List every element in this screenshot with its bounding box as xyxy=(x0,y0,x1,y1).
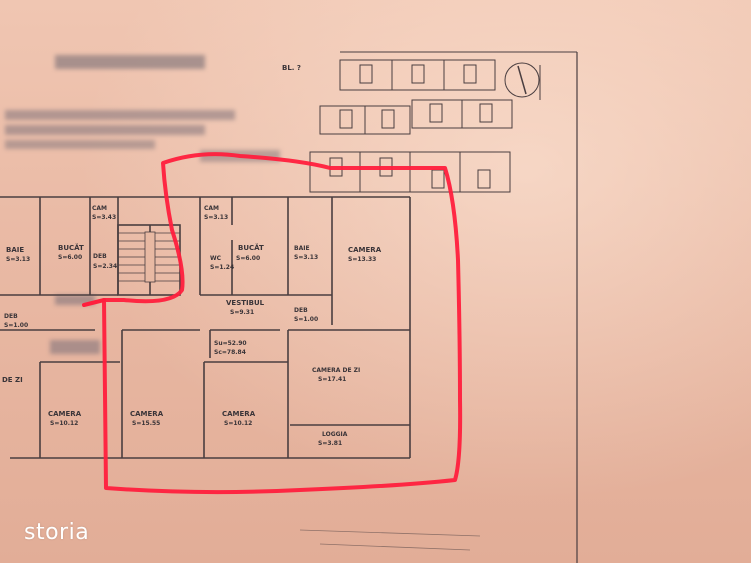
room-wc: WC xyxy=(210,255,222,262)
room-camera-top-area: S=13.33 xyxy=(348,256,376,263)
room-de-zi-left: DE ZI xyxy=(2,376,23,384)
totals-useful: Su=52.90 xyxy=(214,340,247,347)
room-bucat-left: BUCĂT xyxy=(58,243,84,252)
block-label: BL. ? xyxy=(282,64,301,72)
room-baie-right-area: S=3.13 xyxy=(294,254,318,261)
staircase xyxy=(118,231,180,283)
highlight-outline-tail xyxy=(82,298,106,307)
room-wc-area: S=1.24 xyxy=(210,264,234,271)
room-deb-left-area: S=2.34 xyxy=(93,263,117,270)
room-vestibul: VESTIBUL xyxy=(226,299,265,307)
room-camera-2: CAMERA xyxy=(130,410,164,418)
room-camera-top: CAMERA xyxy=(348,246,382,254)
room-camera-2-area: S=15.55 xyxy=(132,420,160,427)
room-camera-3-area: S=10.12 xyxy=(224,420,252,427)
highlight-outline xyxy=(102,152,463,495)
room-loggia-area: S=3.81 xyxy=(318,440,342,447)
watermark-logo: storia xyxy=(24,520,90,545)
room-camera-1: CAMERA xyxy=(48,410,82,418)
room-labels: BAIE S=3.13 BUCĂT S=6.00 DEB S=2.34 CAM … xyxy=(2,205,382,447)
room-deb-right-area: S=1.00 xyxy=(294,316,318,323)
room-camera-3: CAMERA xyxy=(222,410,256,418)
room-deb-lower-left: DEB xyxy=(4,313,18,320)
room-camera-zi: CAMERA DE ZI xyxy=(312,367,360,374)
room-baie-right: BAIE xyxy=(294,245,310,252)
room-loggia: LOGGIA xyxy=(322,431,348,438)
room-deb-lower-left-area: S=1.00 xyxy=(4,322,28,329)
compass-icon xyxy=(504,62,541,100)
room-baie-left: BAIE xyxy=(6,246,24,254)
room-deb-right: DEB xyxy=(294,307,308,314)
walls xyxy=(0,196,411,459)
key-plan xyxy=(309,59,513,193)
room-cam-top-right-area: S=3.13 xyxy=(204,214,228,221)
room-camera-zi-area: S=17.41 xyxy=(318,376,346,383)
room-bucat-right-area: S=6.00 xyxy=(236,255,260,262)
blurred-header xyxy=(5,55,280,354)
room-deb-left: DEB xyxy=(93,253,107,260)
room-bucat-left-area: S=6.00 xyxy=(58,254,82,261)
room-cam-mid-area: S=3.43 xyxy=(92,214,116,221)
room-cam-top-right: CAM xyxy=(204,205,219,212)
room-camera-1-area: S=10.12 xyxy=(50,420,78,427)
room-cam-mid: CAM xyxy=(92,205,107,212)
room-bucat-right: BUCĂT xyxy=(238,243,264,252)
bottom-stamp xyxy=(299,529,481,551)
room-vestibul-area: S=9.31 xyxy=(230,309,254,316)
room-baie-left-area: S=3.13 xyxy=(6,256,30,263)
totals-built: Sc=78.84 xyxy=(214,349,246,356)
